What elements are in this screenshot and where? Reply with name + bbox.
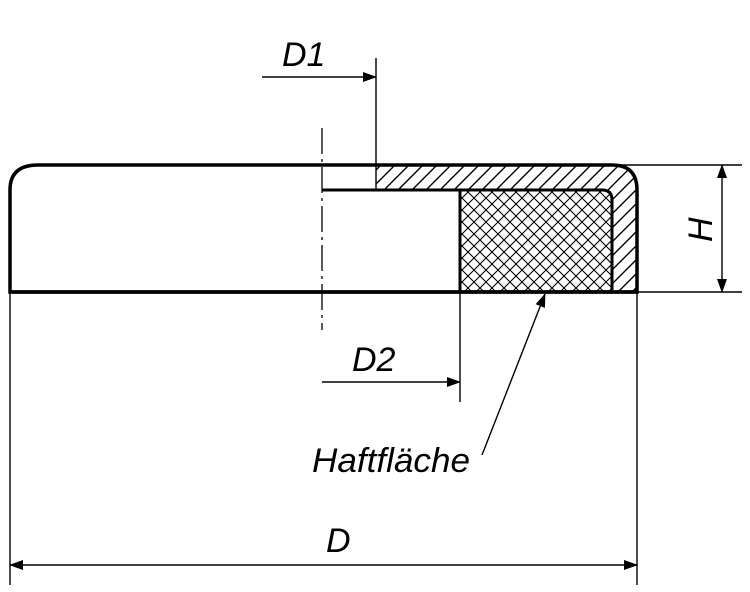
d1-label: D1 xyxy=(282,36,325,74)
d2-label: D2 xyxy=(352,341,396,379)
adhesive-surface-crosshatch xyxy=(460,191,611,291)
d-label: D xyxy=(326,522,351,560)
h-label: H xyxy=(682,217,720,242)
haftflaeche-label: Haftfläche xyxy=(312,442,470,480)
haftflaeche-leader xyxy=(481,293,546,456)
housing-section-hatch xyxy=(376,165,637,292)
